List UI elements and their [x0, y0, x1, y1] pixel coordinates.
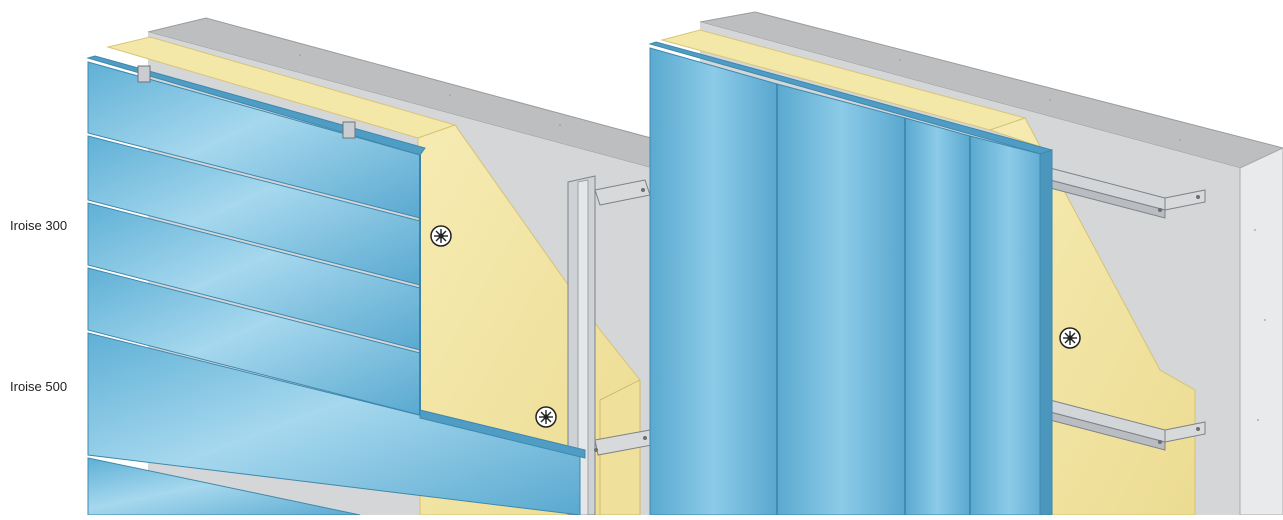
left-steel-rail [567, 175, 653, 516]
right-steel-rails [1049, 167, 1206, 451]
fastener-icon [535, 406, 557, 428]
label-iroise-500: Iroise 500 [10, 379, 68, 394]
right-assembly [648, 11, 1283, 516]
left-assembly [86, 17, 742, 516]
panel [649, 47, 778, 516]
right-wall-side [1239, 147, 1283, 516]
right-concrete-texture [899, 59, 1266, 421]
right-panels [648, 41, 1053, 516]
left-panels [86, 55, 586, 516]
fastener-icon [430, 225, 452, 247]
panel [776, 83, 906, 516]
fastener-icon [1059, 327, 1081, 349]
panel [904, 117, 971, 516]
panel [969, 135, 1049, 516]
label-iroise-300: Iroise 300 [10, 218, 68, 233]
